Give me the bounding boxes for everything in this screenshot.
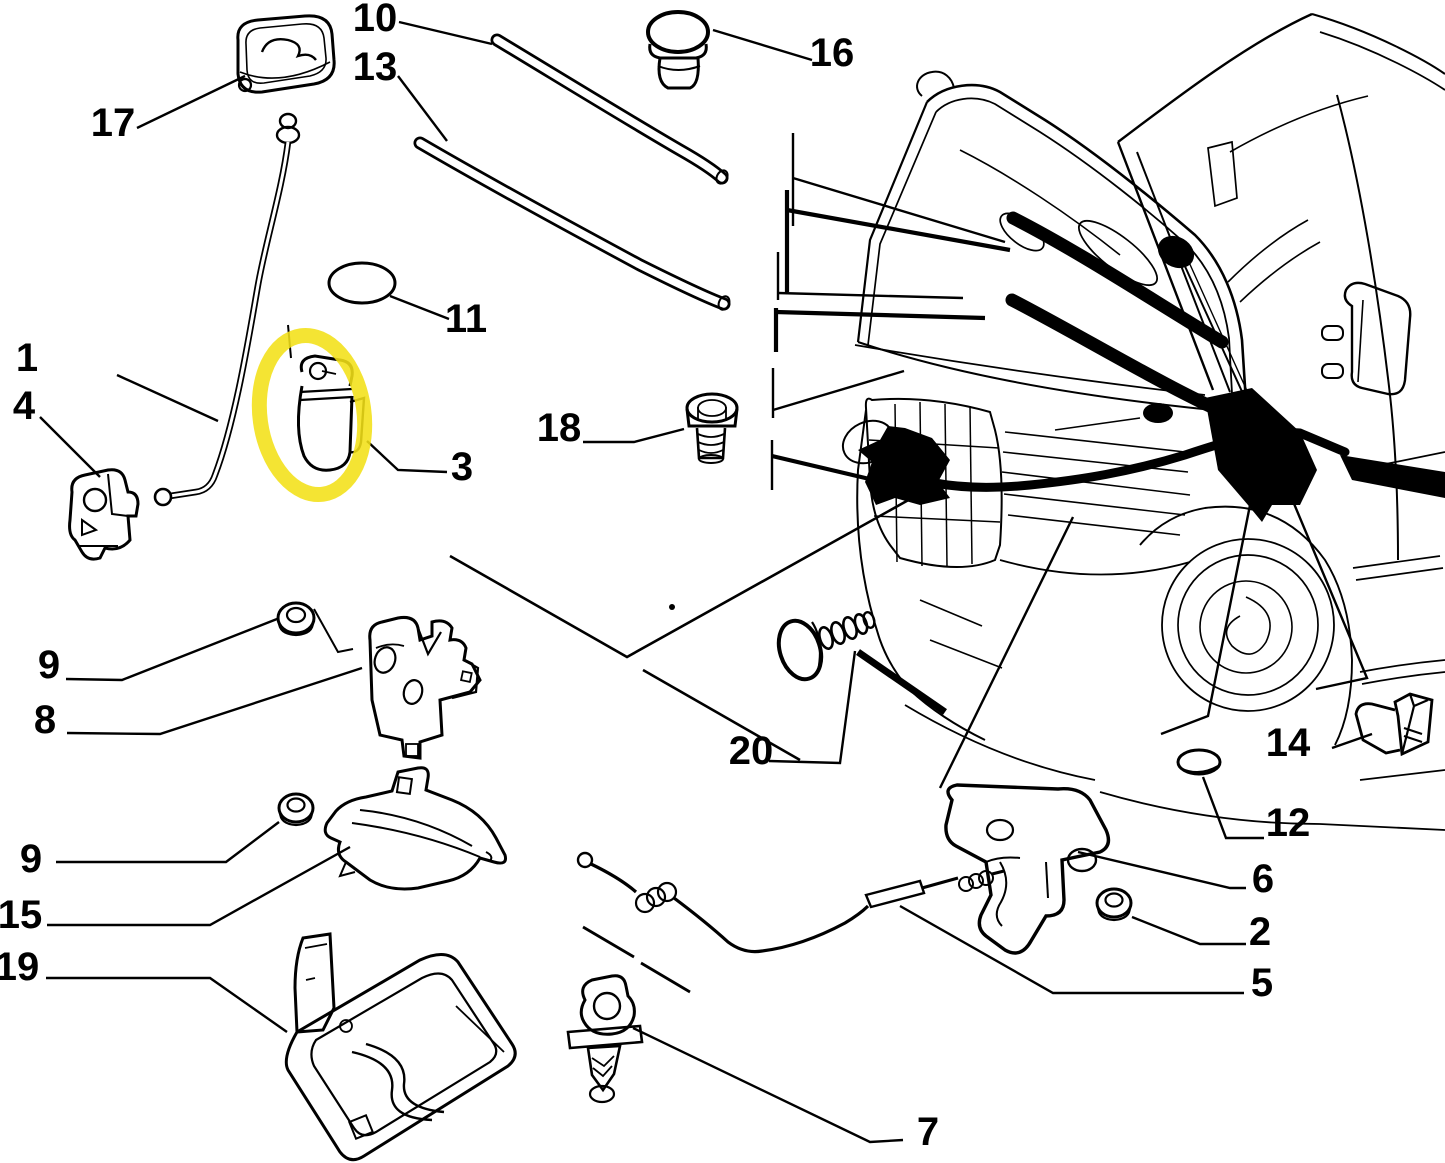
stray-dots-layer: [669, 604, 675, 610]
side-mirror: [1343, 281, 1412, 396]
leader-line-3: [366, 440, 448, 474]
leader-line-20: [768, 650, 857, 765]
leader-line-car-location-a: [1280, 474, 1369, 691]
part-label-3: 3: [451, 445, 473, 489]
leader-line-9-bottom: [56, 821, 280, 864]
part-label-4: 4: [13, 384, 36, 428]
leader-line-11: [389, 294, 450, 321]
part-label-12: 12: [1266, 801, 1311, 845]
part-9-bottom-nut-drawing: [277, 792, 315, 827]
part-label-20: 20: [729, 729, 774, 773]
part-label-19: 19: [0, 945, 39, 989]
leader-lines-layer: [39, 20, 1373, 1144]
sill-trim-black: [1340, 455, 1445, 498]
engine-bay-plug-black: [1143, 403, 1173, 423]
grille-outline: [864, 397, 1003, 568]
highlight-marker-layer: [251, 327, 373, 503]
leader-line-bracket-6d: [771, 453, 879, 484]
leader-line-4: [39, 416, 101, 478]
leader-line-5-tick-b: [640, 961, 691, 994]
part-label-18: 18: [537, 406, 582, 450]
part-4-clip-drawing: [68, 468, 140, 561]
part-18-bolt-drawing: [685, 392, 739, 464]
part-2-nut-drawing: [1095, 887, 1133, 922]
bumper-edge-black: [856, 649, 947, 715]
part-label-9b: 9: [20, 837, 42, 881]
leader-line-bracket-3d: [777, 291, 964, 300]
leader-line-bracket-5d: [772, 369, 905, 412]
leader-line-10: [398, 20, 493, 46]
part-label-10: 10: [353, 0, 398, 40]
leader-line-14: [1331, 732, 1373, 750]
part-15-bracket-drawing: [323, 766, 507, 891]
leader-line-car-location-b: [1160, 474, 1258, 736]
cowl-area: [854, 344, 1317, 522]
release-cable-installed: [858, 426, 1350, 505]
part-16-grommet-drawing: [646, 10, 710, 90]
part-12-disc-plug-drawing: [1176, 748, 1222, 776]
leader-line-bracket-2d: [786, 207, 1011, 253]
leader-line-5-tick-a: [582, 925, 635, 959]
part-11-oval-gasket-drawing: [327, 261, 397, 305]
bumper-slats: [1001, 431, 1191, 536]
front-wheel: [1099, 505, 1445, 831]
leader-line-5: [899, 904, 1244, 995]
leader-line-latch-8-location-2: [642, 668, 801, 762]
leader-line-15: [47, 845, 351, 927]
part-label-2: 2: [1249, 910, 1271, 954]
leader-line-7: [632, 1026, 904, 1144]
part-9-top-nut-drawing: [276, 601, 316, 637]
part-13-seal-strip-drawing: [413, 136, 731, 311]
part-17-cap-drawing: [236, 14, 336, 94]
leader-line-12: [1201, 776, 1264, 840]
leader-line-latch-8-location: [449, 486, 931, 659]
part-1-prop-rod-drawing: [153, 112, 301, 507]
part-10-seal-strip-drawing: [490, 33, 729, 185]
door-and-side: [1321, 94, 1445, 781]
hood-seal-installed-upper: [1006, 211, 1229, 349]
leader-line-bracket-1d: [792, 176, 1006, 244]
part-label-14: 14: [1266, 721, 1311, 765]
part-14-clip-drawing: [1354, 692, 1434, 757]
leader-line-lock-6-location: [938, 516, 1075, 789]
part-label-15: 15: [0, 893, 42, 937]
leader-line-16: [712, 28, 813, 62]
part-label-1: 1: [16, 336, 38, 380]
part-label-13: 13: [353, 45, 398, 89]
stray-dot: [669, 604, 675, 610]
part-label-9: 9: [38, 643, 60, 687]
part-label-7: 7: [917, 1110, 939, 1154]
part-label-8: 8: [34, 698, 56, 742]
leader-line-6: [1077, 850, 1246, 890]
part-6-lock-latch-drawing: [944, 783, 1111, 955]
part-8-hood-latch-drawing: [368, 616, 482, 760]
car-drawing: [841, 12, 1445, 831]
leader-line-13: [397, 75, 448, 142]
leader-line-8: [66, 666, 363, 736]
leader-line-9-top-link: [313, 608, 354, 654]
highlight-circle-part-3: [251, 327, 373, 503]
part-label-6: 6: [1252, 857, 1274, 901]
leader-line-1: [116, 373, 219, 423]
part-5-release-cable-drawing: [576, 851, 1005, 954]
part-7-cable-clip-drawing: [566, 974, 644, 1104]
leader-line-19: [46, 976, 288, 1033]
part-label-16: 16: [810, 31, 855, 75]
part-label-11: 11: [445, 297, 487, 341]
leader-line-bracket-4d: [775, 309, 986, 321]
hood-rod-socket-black: [1157, 235, 1195, 269]
leader-line-9-top: [65, 617, 278, 682]
leader-line-17: [136, 74, 246, 130]
part-19-tray-drawing: [284, 932, 517, 1162]
part-label-17: 17: [91, 101, 136, 145]
cable-lock-blob-black: [858, 426, 950, 505]
windshield-and-roof: [1116, 12, 1445, 393]
part-label-5: 5: [1251, 961, 1273, 1005]
leader-line-2: [1131, 915, 1246, 946]
part-20-screw-drawing: [776, 611, 876, 682]
leader-line-18: [583, 427, 685, 444]
